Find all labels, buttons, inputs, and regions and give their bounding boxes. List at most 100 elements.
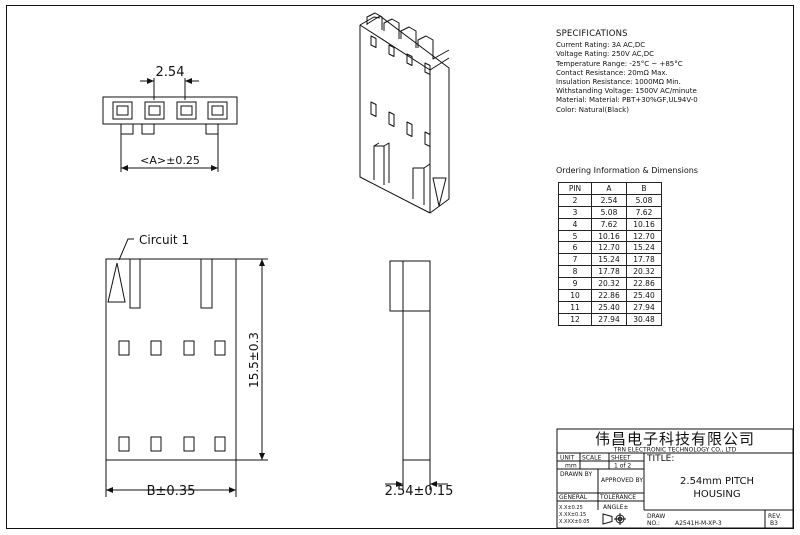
spec-line: Color: Natural(Black) (556, 105, 629, 114)
front-view-body (105, 258, 237, 461)
top-view-body (102, 96, 238, 125)
spec-line: Temperature Range: -25°C ~ +85°C (556, 59, 683, 68)
title-line-1: 2.54mm PITCH (680, 476, 754, 487)
iso-side-windows (370, 101, 431, 147)
spec-line: Withstanding Voltage: 1500V AC/minute (556, 87, 697, 96)
unit-label: UNIT (560, 455, 575, 462)
a-cell: 10.16 (591, 229, 627, 243)
tolerance-line-3: X.XXX±0.05 (559, 519, 590, 525)
spec-line: Material: Material: PBT+30%GF,UL94V-0 (556, 96, 698, 105)
a-cell: 25.40 (591, 300, 627, 314)
b-cell: 22.86 (626, 277, 662, 291)
page-border (6, 5, 794, 529)
unit-value: mm (565, 463, 577, 470)
b-cell: 5.08 (626, 193, 662, 207)
pin-cell: 4 (558, 217, 592, 231)
ordering-header-row: PIN A B (558, 182, 662, 195)
a-cell: 2.54 (591, 193, 627, 207)
b-cell: 17.78 (626, 253, 662, 267)
rev-value: B3 (770, 520, 778, 527)
specifications-block: SPECIFICATIONS Current Rating: 3A AC,DC … (556, 29, 796, 115)
draw-label: DRAW (647, 513, 665, 520)
a-cell: 15.24 (591, 253, 627, 267)
tolerance-label: TOLERANCE (599, 494, 636, 501)
b-cell: 30.48 (626, 312, 662, 326)
b-dimension-label: B±0.35 (147, 484, 196, 499)
drawing-number: A2541H-M-XP-3 (675, 520, 722, 527)
pin-cell: 12 (558, 312, 592, 326)
ordering-title: Ordering Information & Dimensions (556, 166, 698, 175)
pin-cell: 7 (558, 253, 592, 267)
header-cell: A (591, 182, 627, 195)
b-cell: 10.16 (626, 217, 662, 231)
b-cell: 12.70 (626, 229, 662, 243)
scale-label: SCALE (582, 455, 601, 462)
tolerance-line-2: X.XX±0.15 (559, 512, 586, 518)
pin-cell: 5 (558, 229, 592, 243)
a-cell: 22.86 (591, 289, 627, 302)
circuit-1-label: Circuit 1 (139, 233, 189, 247)
title-label: TITLE: (646, 454, 674, 464)
spec-line: Current Rating: 3A AC,DC (556, 41, 646, 50)
spec-line: Contact Resistance: 20mΩ Max. (556, 68, 668, 77)
b-cell: 15.24 (626, 241, 662, 255)
company-name-en: TRN ELECTRONIC TECHNOLOGY CO., LTD (613, 447, 737, 454)
pin-cell: 9 (558, 277, 592, 291)
sheet-value: 1 of 2 (614, 463, 631, 470)
tolerance-line-1: X.X±0.25 (559, 505, 583, 511)
a-dimension-label: <A>±0.25 (140, 154, 200, 167)
iso-front-face (359, 25, 431, 214)
side-view (385, 260, 448, 490)
title-block (556, 428, 794, 529)
header-cell: PIN (558, 182, 592, 195)
a-cell: 20.32 (591, 277, 627, 291)
drawn-by-label: DRAWN BY (560, 471, 592, 478)
circuit-1-marker (107, 262, 126, 303)
isometric-view (359, 12, 450, 214)
b-cell: 7.62 (626, 205, 662, 219)
angle-label: ANGLE± (603, 504, 628, 511)
header-cell: B (626, 182, 662, 195)
b-cell: 20.32 (626, 265, 662, 279)
pitch-dimension-label: 2.54 (156, 65, 185, 80)
spec-line: Insulation Resistance: 1000MΩ Min. (556, 78, 681, 87)
pin-cell: 11 (558, 300, 592, 314)
front-view-upper-windows (118, 340, 226, 356)
sheet-label: SHEET (611, 455, 631, 462)
spec-line: Voltage Rating: 250V AC,DC (556, 50, 655, 59)
front-view (105, 238, 268, 497)
pin-cell: 10 (558, 289, 592, 302)
side-width-label: 2.54±0.15 (385, 484, 454, 499)
specifications-title: SPECIFICATIONS (556, 29, 628, 39)
a-cell: 27.94 (591, 312, 627, 326)
iso-top-holes (370, 35, 431, 75)
height-dimension-label: 15.5±0.3 (247, 332, 261, 388)
general-label: GENERAL (559, 494, 588, 501)
pin-cell: 8 (558, 265, 592, 279)
approved-by-label: APPROVED BY (601, 477, 643, 484)
pin-cell: 3 (558, 205, 592, 219)
no-label: NO.: (647, 520, 660, 527)
top-view (102, 78, 238, 172)
top-view-cavities (112, 101, 228, 120)
pin-cell: 2 (558, 193, 592, 207)
pin-cell: 6 (558, 241, 592, 255)
a-cell: 17.78 (591, 265, 627, 279)
a-cell: 7.62 (591, 217, 627, 231)
b-cell: 27.94 (626, 300, 662, 314)
front-view-lower-windows (118, 436, 226, 452)
a-cell: 5.08 (591, 205, 627, 219)
